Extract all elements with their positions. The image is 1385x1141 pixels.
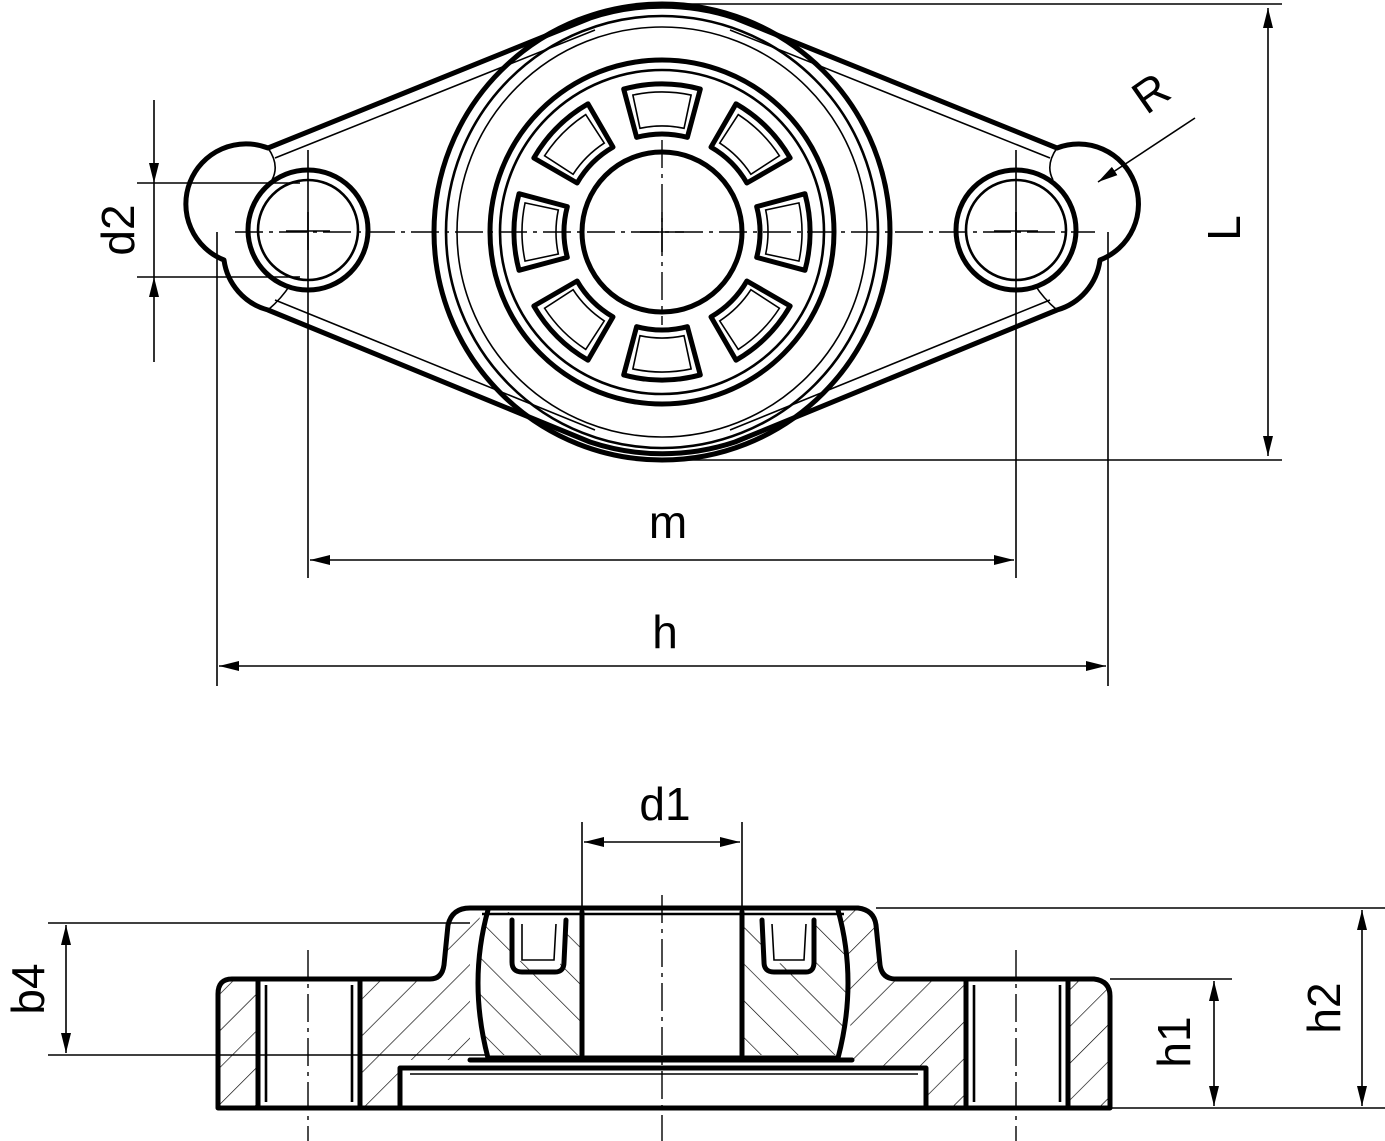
insert-pocket (708, 278, 793, 363)
top-view (183, 1, 1141, 463)
insert-pocket-inner (718, 113, 781, 176)
insert-pocket-inner (718, 288, 781, 351)
top-dimensions: d2 R L m h (92, 3, 1282, 686)
section-hatch-insert-left (479, 912, 582, 1055)
bottom-recess (397, 1065, 929, 1111)
right-bolt-bore-inner (972, 985, 1062, 1102)
insert-pocket (531, 278, 616, 363)
h1-label: h1 (1148, 1016, 1200, 1067)
insert-pocket (531, 101, 616, 186)
insert-pocket (621, 324, 703, 383)
section-dimensions: d1 b4 h1 h2 (2, 778, 1385, 1109)
insert-pocket-inner (631, 334, 693, 373)
insert-pocket-inner (543, 113, 606, 176)
left-pocket (509, 917, 569, 975)
insert-pocket (754, 191, 813, 273)
insert-pocket-inner (764, 201, 803, 263)
left-pocket-inner (521, 923, 557, 961)
section-view (215, 895, 1113, 1141)
insert-pocket-inner (543, 288, 606, 351)
d2-label: d2 (92, 204, 144, 255)
shaft-bore (579, 909, 745, 1058)
section-outline (215, 905, 1113, 1111)
insert-pocket-inner (631, 91, 693, 130)
m-label: m (649, 496, 687, 548)
insert-pocket (621, 81, 703, 140)
insert-pocket-inner (521, 201, 560, 263)
pocket-group (511, 81, 813, 383)
h-label: h (652, 606, 678, 658)
insert-pocket (708, 101, 793, 186)
l-label: L (1198, 215, 1250, 241)
right-pocket (759, 917, 817, 975)
d1-label: d1 (639, 778, 690, 830)
h2-label: h2 (1298, 982, 1350, 1033)
r-label: R (1122, 62, 1179, 124)
r-leader (1097, 117, 1196, 183)
section-hatch-right-body (842, 908, 966, 1108)
section-hatch-insert-right (742, 912, 847, 1055)
insert-pocket (511, 191, 570, 273)
left-bolt-bore (255, 976, 363, 1111)
left-bolt-bore-inner (264, 985, 354, 1102)
section-hatch-left-flange (218, 979, 258, 1108)
section-hatch-right-flange (1068, 979, 1110, 1108)
right-bolt-bore (963, 976, 1071, 1111)
flange-inner-outline (274, 29, 1051, 431)
b4-label: b4 (2, 963, 54, 1014)
right-pocket-inner (771, 923, 807, 961)
section-hatch-left-body (360, 908, 482, 1108)
